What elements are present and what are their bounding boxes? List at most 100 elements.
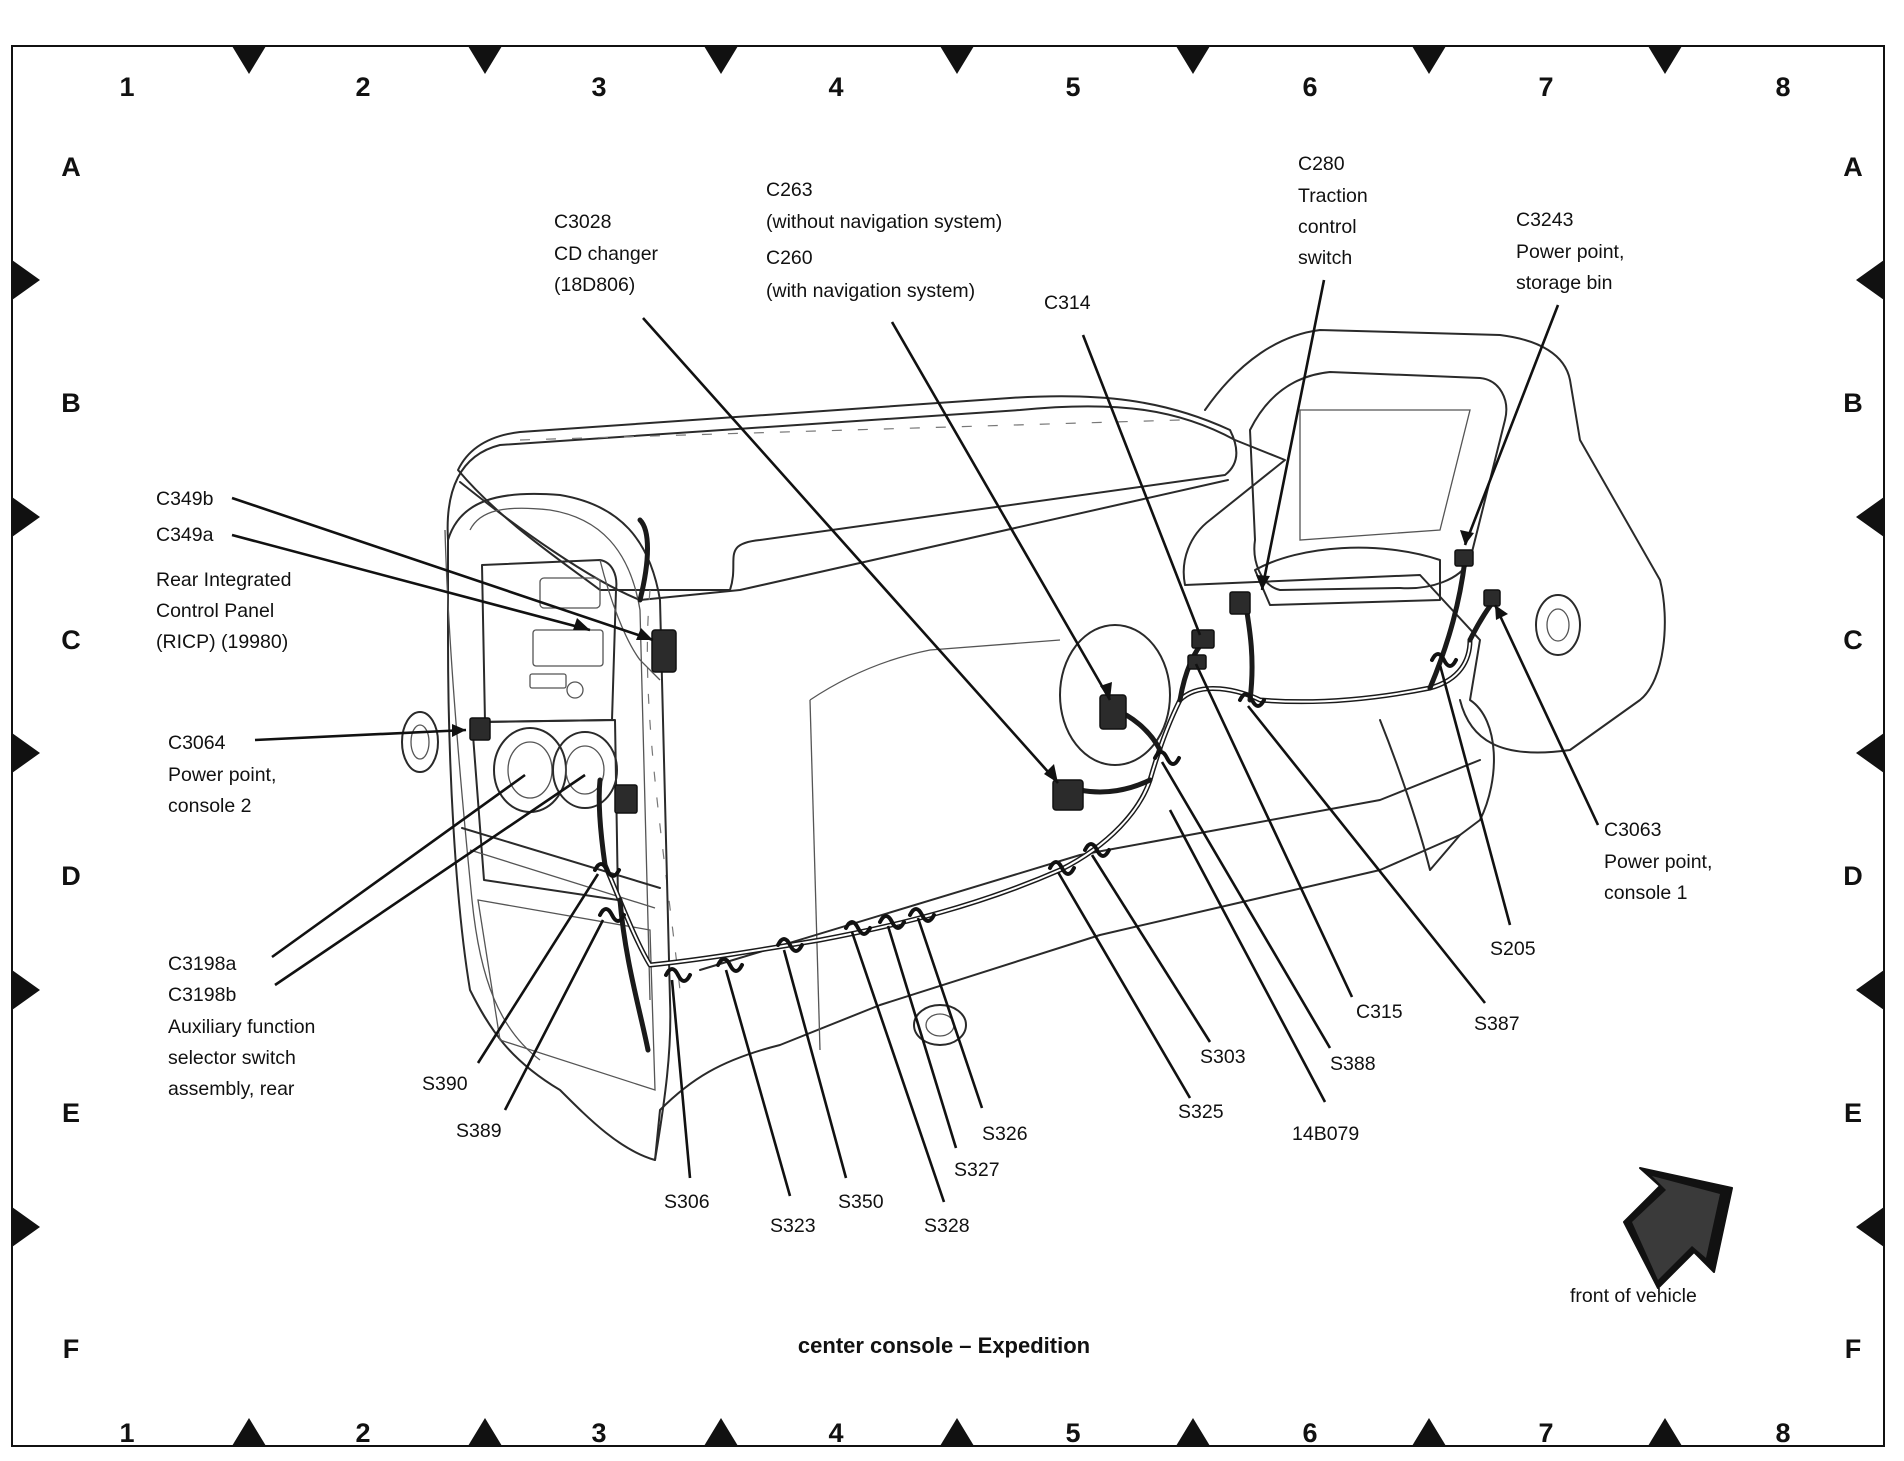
connector-c280 bbox=[1229, 591, 1251, 615]
callout-s303: S303 bbox=[1200, 1046, 1246, 1068]
grid-row-label: F bbox=[63, 1334, 80, 1364]
grid-row-label: F bbox=[1845, 1334, 1862, 1364]
rear-face-outline bbox=[447, 492, 672, 1161]
access-opening bbox=[1059, 624, 1171, 766]
console-body-outline bbox=[446, 405, 1495, 1161]
leader-s303 bbox=[1090, 854, 1212, 1043]
triangle-marker-icon bbox=[232, 46, 266, 74]
storage-bin-inner bbox=[1299, 409, 1471, 541]
selector-switch-b-inner bbox=[565, 745, 605, 795]
triangle-marker-icon bbox=[1176, 1418, 1210, 1446]
leader-c349a bbox=[231, 533, 591, 632]
callout-c260: C260 (with navigation system) bbox=[766, 247, 975, 302]
arrowhead bbox=[1460, 530, 1474, 545]
callout-s390: S390 bbox=[422, 1073, 468, 1095]
harness-main bbox=[602, 637, 1473, 968]
console-lid bbox=[457, 395, 1238, 591]
callout-line: C3028 bbox=[554, 211, 611, 233]
arrowhead bbox=[1100, 682, 1112, 700]
grid-row-labels-left: A B C D E F bbox=[61, 152, 81, 1364]
grid-col-label: 3 bbox=[591, 1418, 606, 1448]
side-panel-line bbox=[809, 639, 1061, 701]
side-panel-line-2 bbox=[809, 699, 821, 1051]
triangle-marker-icon bbox=[1856, 260, 1884, 300]
leader-c3198a bbox=[271, 773, 526, 959]
callout-s387: S387 bbox=[1474, 1013, 1520, 1035]
callout-s326: S326 bbox=[982, 1123, 1028, 1145]
leader-s388 bbox=[1160, 761, 1332, 1049]
storage-bin-tray bbox=[1254, 546, 1441, 606]
splice-s388 bbox=[1153, 750, 1181, 766]
power-point-console2 bbox=[401, 711, 439, 773]
callout-line: C260 bbox=[766, 247, 813, 269]
grid-column-labels-bottom: 1 2 3 4 5 6 7 8 bbox=[119, 1418, 1790, 1448]
triangle-marker-icon bbox=[12, 1207, 40, 1247]
callout-line: console 1 bbox=[1604, 882, 1687, 904]
grid-row-label: A bbox=[61, 152, 81, 182]
grid-col-label: 1 bbox=[119, 72, 134, 102]
harness-main-core bbox=[604, 639, 1471, 966]
wiring-harness bbox=[596, 517, 1498, 1053]
grid-col-label: 3 bbox=[591, 72, 606, 102]
triangle-marker-icon bbox=[232, 1418, 266, 1446]
leader-c349b bbox=[231, 496, 654, 642]
leader-s306 bbox=[670, 979, 692, 1179]
triangle-marker-icon bbox=[1412, 1418, 1446, 1446]
callout-s327: S327 bbox=[954, 1159, 1000, 1181]
callout-c3243: C3243 Power point, storage bin bbox=[1516, 209, 1624, 294]
grid-row-label: B bbox=[61, 388, 81, 418]
callout-c263: C263 (without navigation system) bbox=[766, 179, 1002, 233]
console-illustration bbox=[401, 329, 1666, 1161]
callout-line: assembly, rear bbox=[168, 1078, 295, 1100]
grid-row-label: D bbox=[61, 861, 81, 891]
leader-s350 bbox=[782, 949, 848, 1179]
leader-s327 bbox=[886, 925, 958, 1149]
leader-s325 bbox=[1056, 871, 1192, 1099]
callout-s323: S323 bbox=[770, 1215, 816, 1237]
triangle-marker-icon bbox=[1412, 46, 1446, 74]
grid-col-label: 8 bbox=[1775, 72, 1790, 102]
leader-c280 bbox=[1260, 279, 1326, 591]
arrowhead bbox=[636, 628, 653, 640]
leader-s387 bbox=[1246, 705, 1487, 1004]
side-cupholder-inner bbox=[925, 1013, 955, 1037]
side-cupholder bbox=[913, 1004, 967, 1046]
callout-line: C3064 bbox=[168, 732, 226, 754]
panel-divider-2 bbox=[469, 849, 656, 909]
leader-s323 bbox=[724, 969, 792, 1197]
grid-col-label: 2 bbox=[355, 72, 370, 102]
arrowhead bbox=[452, 724, 466, 737]
leader-c3063 bbox=[1493, 604, 1600, 826]
connector-c3198 bbox=[614, 784, 638, 814]
right-markers bbox=[1856, 260, 1884, 1247]
selector-switch-a bbox=[493, 727, 567, 813]
arrowhead bbox=[1044, 764, 1058, 783]
grid-col-label: 7 bbox=[1538, 1418, 1553, 1448]
splice-s306 bbox=[664, 967, 692, 983]
splice-s303 bbox=[1083, 842, 1111, 858]
callout-c314: C314 bbox=[1044, 292, 1091, 314]
harness-branch-c3028 bbox=[1077, 777, 1153, 795]
splice-s389 bbox=[598, 907, 626, 923]
callout-line: switch bbox=[1298, 247, 1352, 269]
callout-s389: S389 bbox=[456, 1120, 502, 1142]
power-point-storage-bin-inner bbox=[1546, 608, 1570, 642]
leader-c3028 bbox=[642, 317, 1059, 784]
grid-row-label: E bbox=[62, 1098, 80, 1128]
callout-line: selector switch bbox=[168, 1047, 296, 1069]
power-point-console2-inner bbox=[410, 724, 430, 760]
grid-row-label: D bbox=[1843, 861, 1863, 891]
ricp-display bbox=[539, 577, 601, 609]
diagram-caption: center console – Expedition bbox=[798, 1333, 1090, 1358]
splice-s326 bbox=[908, 907, 936, 923]
triangle-marker-icon bbox=[12, 733, 40, 773]
callout-s306: S306 bbox=[664, 1191, 710, 1213]
top-markers bbox=[232, 46, 1682, 74]
leader-14b079 bbox=[1168, 809, 1327, 1103]
ricp-panel bbox=[481, 559, 618, 723]
grid-col-label: 5 bbox=[1065, 72, 1080, 102]
grid-col-label: 6 bbox=[1302, 1418, 1317, 1448]
harness-rear-branch bbox=[596, 777, 608, 868]
